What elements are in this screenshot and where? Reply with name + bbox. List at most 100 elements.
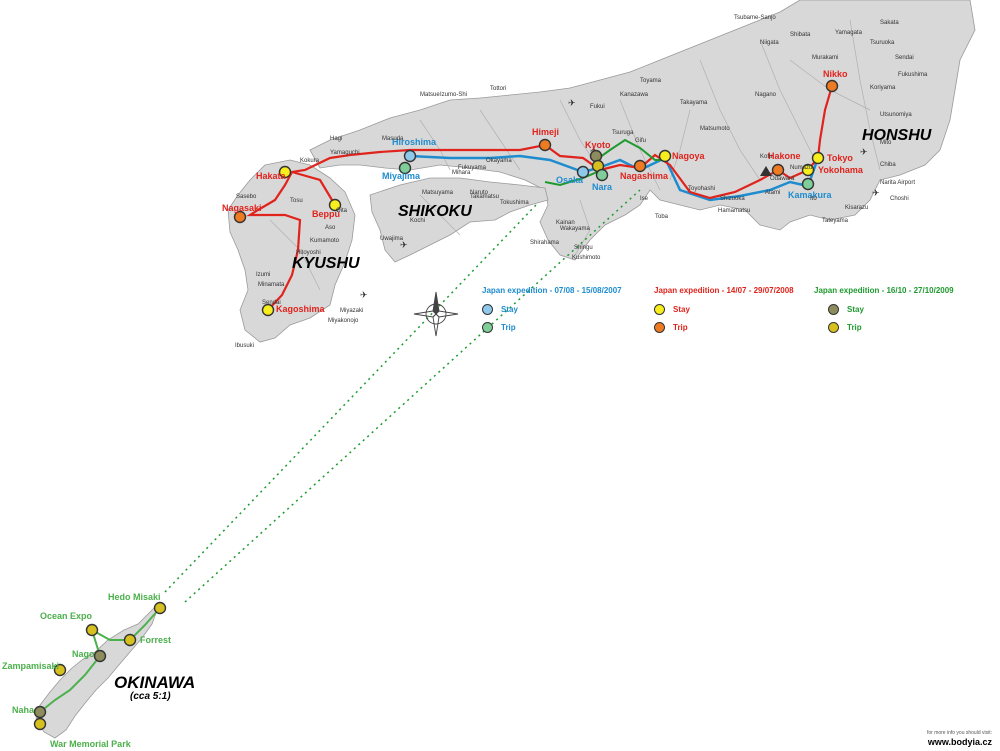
marker-nikko	[825, 79, 839, 93]
legend-2008-stay: Stay	[654, 304, 690, 315]
town-label: Koriyama	[870, 85, 896, 91]
town-label: Okayama	[486, 158, 512, 164]
credit-note: for more info you should visit:	[926, 730, 992, 736]
town-label: Kochi	[410, 218, 426, 224]
svg-text:✈: ✈	[360, 291, 368, 301]
label-nara: Nara	[592, 182, 613, 192]
town-label: Odawara	[770, 176, 795, 182]
town-label: Toyama	[640, 78, 662, 84]
kyushu-landmass	[227, 159, 356, 343]
town-label: Yamaguchi	[330, 150, 360, 156]
legend-2007-trip-icon	[482, 322, 493, 333]
town-label: Atami	[765, 190, 781, 196]
legend-2009-trip: Trip	[828, 322, 862, 333]
marker-nagasaki	[233, 210, 247, 224]
okinawa-connector-2	[184, 189, 641, 603]
svg-text:✈: ✈	[568, 99, 576, 109]
legend-2008-stay-label: Stay	[673, 305, 690, 314]
town-label: Naruto	[470, 190, 489, 196]
label-miyajima: Miyajima	[382, 171, 421, 181]
town-label: Takamatsu	[470, 194, 500, 200]
marker-osaka	[576, 165, 590, 179]
marker-tokyo	[811, 151, 825, 165]
legend-2007-title: Japan expedition - 07/08 - 15/08/2007	[482, 286, 622, 295]
legend-2008-stay-icon	[654, 304, 665, 315]
town-label: Sakata	[880, 20, 899, 26]
label-war-memorial-park: War Memorial Park	[50, 739, 131, 749]
marker-forrest	[123, 633, 137, 647]
town-label: Numazu	[790, 165, 813, 171]
legend-2009-title: Japan expedition - 16/10 - 27/10/2009	[814, 286, 954, 295]
town-label: Shirahama	[530, 240, 560, 246]
okinawa-scale: (cca 5:1)	[130, 691, 171, 702]
town-label: Niigata	[760, 40, 779, 46]
town-label: Ito	[810, 196, 817, 202]
town-label: Matsuyama	[422, 190, 454, 196]
label-hakata: Hakata	[256, 171, 286, 181]
label-nagashima: Nagashima	[620, 171, 669, 181]
town-label: Tokushima	[500, 200, 529, 206]
town-label: Kainan	[556, 220, 575, 226]
legend-2007-stay-label: Stay	[501, 305, 518, 314]
town-label: Wakayama	[560, 226, 590, 232]
town-label: Masuda	[382, 136, 404, 142]
legend-2007-stay: Stay	[482, 304, 518, 315]
town-label: Mito	[880, 140, 892, 146]
city-markers	[33, 79, 839, 731]
label-kyoto: Kyoto	[585, 140, 611, 150]
legend-2007-trip-label: Trip	[501, 323, 516, 332]
town-label: Sendai	[262, 300, 281, 306]
town-label: Nagano	[755, 92, 777, 98]
town-label: Miyazaki	[340, 308, 364, 314]
legend-2009-stay-icon	[828, 304, 839, 315]
marker-nara	[595, 168, 609, 182]
town-label: Yamagata	[835, 30, 862, 36]
svg-text:✈: ✈	[872, 189, 880, 199]
label-beppu: Beppu	[312, 209, 340, 219]
town-label: Oita	[336, 208, 348, 214]
svg-text:✈: ✈	[400, 241, 408, 251]
town-label: Minamata	[258, 282, 285, 288]
town-label: Hamamatsu	[718, 208, 751, 214]
marker-beppu	[328, 198, 342, 212]
town-label: Miyakonojo	[328, 318, 359, 324]
town-label: Fukui	[590, 104, 605, 110]
shikoku-landmass	[369, 177, 549, 263]
label-forrest: Forrest	[140, 635, 172, 645]
legend-2009-trip-label: Trip	[847, 323, 862, 332]
label-yokohama: Yokohama	[818, 165, 863, 175]
marker-hiroshima	[403, 149, 417, 163]
marker-himeji	[538, 138, 552, 152]
marker-nagashima	[633, 159, 647, 173]
label-hedo-misaki: Hedo Misaki	[108, 592, 161, 602]
island-okinawa: OKINAWA	[114, 673, 196, 692]
marker-ocean-expo	[85, 623, 99, 637]
town-label: Murakami	[812, 55, 839, 61]
town-label: Ise	[640, 196, 649, 202]
svg-text:✈: ✈	[860, 148, 868, 158]
route-2009	[595, 138, 665, 161]
town-label: Tsubame-Sanjo	[734, 15, 776, 21]
town-label: Narita Airport	[880, 180, 916, 186]
town-label: Shizuoka	[720, 196, 745, 202]
town-label: Tottori	[490, 86, 507, 92]
island-honshu: HONSHU	[862, 127, 932, 144]
town-label: Shibata	[790, 32, 811, 38]
legend-2008-trip-label: Trip	[673, 323, 688, 332]
town-label: Kokura	[300, 158, 320, 164]
label-nagasaki: Nagasaki	[222, 203, 262, 213]
marker-kamakura	[801, 177, 815, 191]
label-nago: Nago	[72, 649, 95, 659]
marker-hedo-misaki	[153, 601, 167, 615]
route-2009-b	[544, 171, 598, 187]
town-label: Toyohashi	[688, 186, 716, 192]
town-label: Izumo-Shi	[440, 92, 468, 98]
credit-site-link[interactable]: www.bodyia.cz	[927, 737, 992, 747]
label-tokyo: Tokyo	[827, 153, 853, 163]
marker-kyoto-1	[589, 149, 603, 163]
town-label: Mihara	[452, 170, 471, 176]
label-nagoya: Nagoya	[672, 151, 705, 161]
town-label: Tateyama	[822, 218, 849, 224]
town-label: Aso	[325, 225, 336, 231]
